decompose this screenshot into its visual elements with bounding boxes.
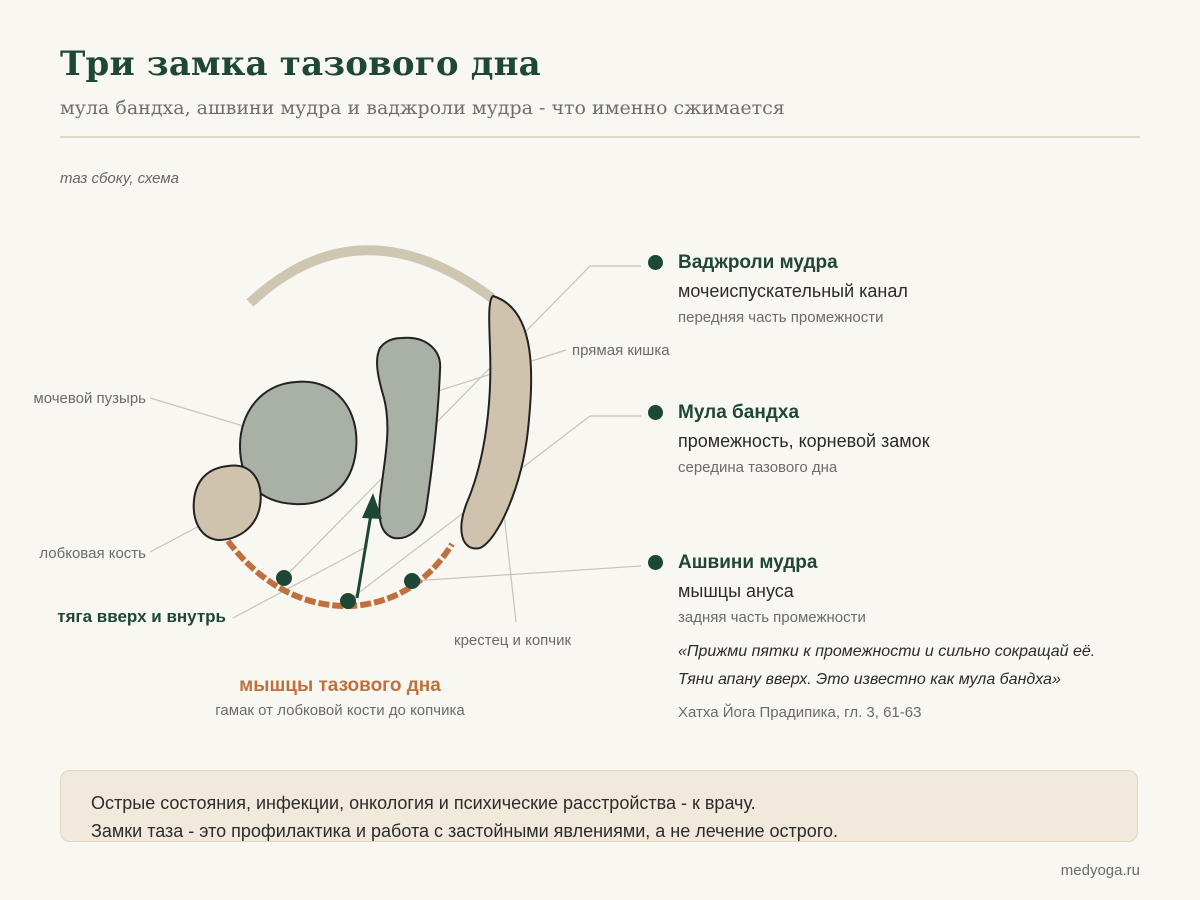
header-divider bbox=[60, 136, 1140, 138]
leader-line-pull bbox=[232, 545, 369, 619]
bladder-label: мочевой пузырь bbox=[33, 390, 146, 407]
pelvic-floor-muscles bbox=[225, 539, 455, 610]
warning-box: Острые состояния, инфекции, онкология и … bbox=[60, 770, 1138, 842]
lock-name: Ваджроли мудра bbox=[678, 252, 838, 273]
muscles-description: гамак от лобковой кости до копчика bbox=[215, 702, 465, 719]
rectum-shape bbox=[376, 336, 442, 540]
pull-label: тяга вверх и внутрь bbox=[57, 607, 226, 626]
sacrum-shape bbox=[460, 294, 533, 550]
pubic-bone-label: лобковая кость bbox=[39, 545, 146, 562]
page-subtitle: мула бандха, ашвини мудра и ваджроли муд… bbox=[60, 97, 785, 119]
lock-target: мочеиспускательный канал bbox=[678, 281, 908, 301]
quote-line: Тяни апану вверх. Это известно как мула … bbox=[678, 671, 1061, 688]
footer-site: medyoga.ru bbox=[1060, 862, 1140, 879]
leader-line-mula bbox=[347, 415, 641, 602]
lock-name: Мула бандха bbox=[678, 402, 800, 423]
warning-line: Замки таза - это профилактика и работа с… bbox=[91, 821, 838, 841]
quote-block: «Прижми пятки к промежности и сильно сок… bbox=[678, 638, 1158, 721]
lock-name: Ашвини мудра bbox=[678, 552, 818, 573]
leader-line-ashvini bbox=[411, 565, 642, 582]
lock-target: мышцы ануса bbox=[678, 581, 794, 601]
lock-marker-icon bbox=[648, 255, 663, 270]
mula-point bbox=[340, 593, 356, 609]
bladder-shape bbox=[238, 380, 358, 506]
quote-source: Хатха Йога Прадипика, гл. 3, 61-63 bbox=[678, 704, 922, 721]
warning-line: Острые состояния, инфекции, онкология и … bbox=[91, 793, 756, 813]
lock-marker-icon bbox=[648, 555, 663, 570]
muscles-title: мышцы тазового дна bbox=[239, 675, 441, 696]
lock-target: промежность, корневой замок bbox=[678, 431, 930, 451]
pelvis-outline bbox=[246, 245, 495, 307]
pull-arrow-shaft bbox=[355, 513, 373, 599]
lock-location: середина тазового дна bbox=[678, 459, 838, 476]
quote-line: «Прижми пятки к промежности и сильно сок… bbox=[678, 643, 1096, 660]
pubic-bone-shape bbox=[192, 464, 262, 542]
leader-line-sacrum bbox=[502, 504, 517, 623]
page-title: Три замка тазового дна bbox=[60, 44, 541, 84]
vajroli-point bbox=[276, 570, 292, 586]
ashvini-point bbox=[404, 573, 420, 589]
sacrum-label: крестец и копчик bbox=[454, 632, 571, 649]
lock-location: задняя часть промежности bbox=[678, 609, 866, 626]
lock-marker-icon bbox=[648, 405, 663, 420]
rectum-label: прямая кишка bbox=[572, 342, 670, 359]
view-caption: таз сбоку, схема bbox=[60, 170, 179, 187]
pull-arrow-head bbox=[362, 493, 382, 519]
lock-location: передняя часть промежности bbox=[678, 309, 884, 326]
